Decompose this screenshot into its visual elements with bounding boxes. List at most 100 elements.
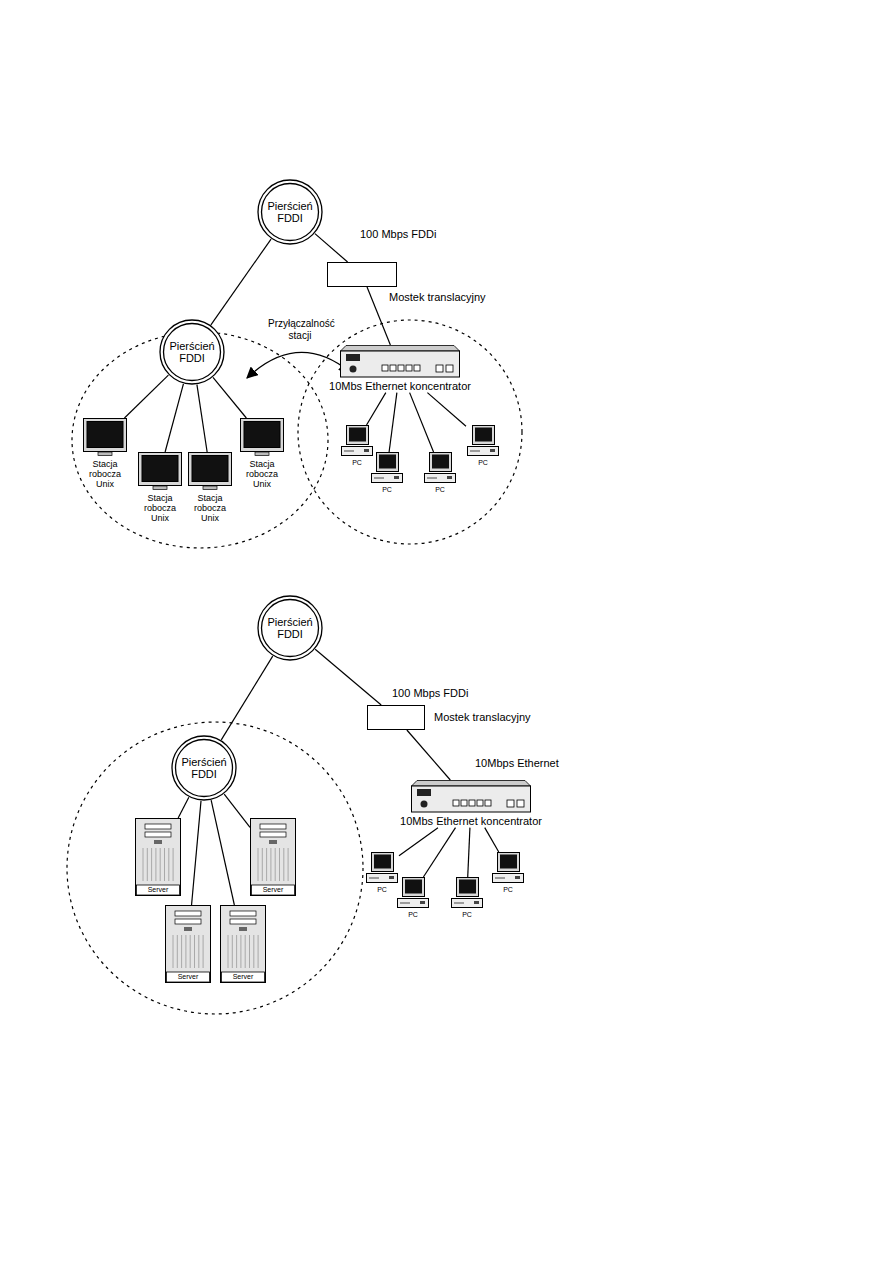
pc-computer: PC: [488, 852, 528, 894]
pc-icon: [466, 425, 500, 457]
server-case: [221, 906, 266, 983]
network-link: [399, 828, 438, 856]
hub-port: [398, 365, 404, 371]
network-link: [221, 656, 272, 740]
monitor-frame: [189, 453, 232, 486]
server-icon: [135, 818, 181, 896]
server-vent: [288, 848, 289, 881]
pc-drive: [427, 478, 437, 479]
pc-computer: PC: [447, 877, 487, 919]
pc-icon: [370, 452, 404, 484]
monitor-icon: [240, 418, 284, 456]
pc-screen: [459, 880, 476, 894]
network-link: [211, 800, 234, 905]
pc-monitor: [372, 853, 394, 872]
network-link: [192, 801, 201, 905]
server-label: Server: [220, 973, 266, 981]
hub-port: [406, 365, 412, 371]
pc-label: PC: [367, 486, 407, 494]
monitor-stand: [255, 452, 269, 456]
workstation: Stacja robocza Unix: [237, 418, 287, 489]
link-label: 100 Mbps FDDi: [390, 687, 470, 700]
server-vent: [181, 935, 182, 968]
server-vent: [203, 935, 204, 968]
pc-drive: [369, 878, 379, 879]
server-drive: [260, 832, 286, 837]
monitor-screen: [192, 456, 228, 482]
network-link: [178, 797, 189, 818]
server-drive: [145, 824, 171, 829]
pc-screen: [500, 855, 517, 869]
server-vent: [266, 848, 267, 881]
monitor-frame: [241, 419, 284, 452]
hub-top: [341, 346, 460, 352]
server-vent: [270, 848, 271, 881]
hub-port: [453, 800, 459, 806]
pc-label: PC: [337, 459, 377, 467]
pc-monitor: [457, 878, 479, 897]
monitor-icon: [138, 452, 182, 490]
pc-drive: [374, 478, 384, 479]
server-vent: [147, 848, 148, 881]
hub-front: [412, 786, 531, 812]
ring-outer: [160, 320, 224, 384]
monitor-frame: [139, 453, 182, 486]
pc-computer: PC: [337, 425, 377, 467]
server-icon: [250, 818, 296, 896]
server-icon: [220, 905, 266, 983]
pc-case: [468, 447, 499, 456]
hub-port: [507, 800, 514, 807]
server-vent: [143, 848, 144, 881]
server-vent: [190, 935, 191, 968]
monitor-stand: [98, 452, 112, 456]
workstation: Stacja robocza Unix: [185, 452, 235, 523]
link-label: 100 Mbps FDDi: [358, 228, 438, 241]
pc-case: [398, 899, 429, 908]
pc-label: PC: [420, 486, 460, 494]
pc-screen: [374, 855, 391, 869]
network-link: [485, 828, 499, 852]
pc-button: [420, 901, 425, 904]
server-vent: [168, 848, 169, 881]
server-label: Server: [165, 973, 211, 981]
server-vent: [173, 935, 174, 968]
server-label: Server: [135, 886, 181, 894]
pc-button: [447, 476, 452, 479]
server-tower: Server: [135, 818, 181, 896]
pc-button: [364, 449, 369, 452]
hub-top: [412, 781, 531, 787]
ring-outer: [258, 180, 322, 244]
network-link: [407, 730, 450, 780]
bridge-label: Mostek translacyjny: [389, 291, 486, 303]
hub-port: [517, 800, 524, 807]
server-vent: [228, 935, 229, 968]
ring-label: Pierścień FDDI: [263, 616, 317, 640]
pc-icon: [365, 852, 399, 884]
note-label: Przyłączalność stacji: [266, 318, 334, 341]
pc-label: PC: [488, 886, 528, 894]
server-case: [136, 819, 181, 896]
hub-port: [390, 365, 396, 371]
network-link: [423, 828, 455, 877]
pc-monitor: [430, 453, 452, 472]
fddi-ring: Pierścień FDDI: [159, 319, 225, 385]
ring-inner: [262, 184, 319, 241]
monitor-frame: [84, 419, 127, 452]
server-vent: [155, 848, 156, 881]
region-outline: [67, 722, 363, 1014]
server-case: [251, 819, 296, 896]
monitor-screen: [142, 456, 178, 482]
hub-port: [446, 365, 453, 372]
server-drive: [175, 911, 201, 916]
server-vent: [185, 935, 186, 968]
monitor-stand: [203, 486, 217, 490]
fddi-ring: Pierścień FDDI: [257, 179, 323, 245]
hub-device: 10Mbs Ethernet koncentrator: [325, 345, 475, 393]
pc-label: PC: [463, 459, 503, 467]
server-drive: [230, 911, 256, 916]
network-link: [211, 239, 271, 325]
pc-monitor: [377, 453, 399, 472]
